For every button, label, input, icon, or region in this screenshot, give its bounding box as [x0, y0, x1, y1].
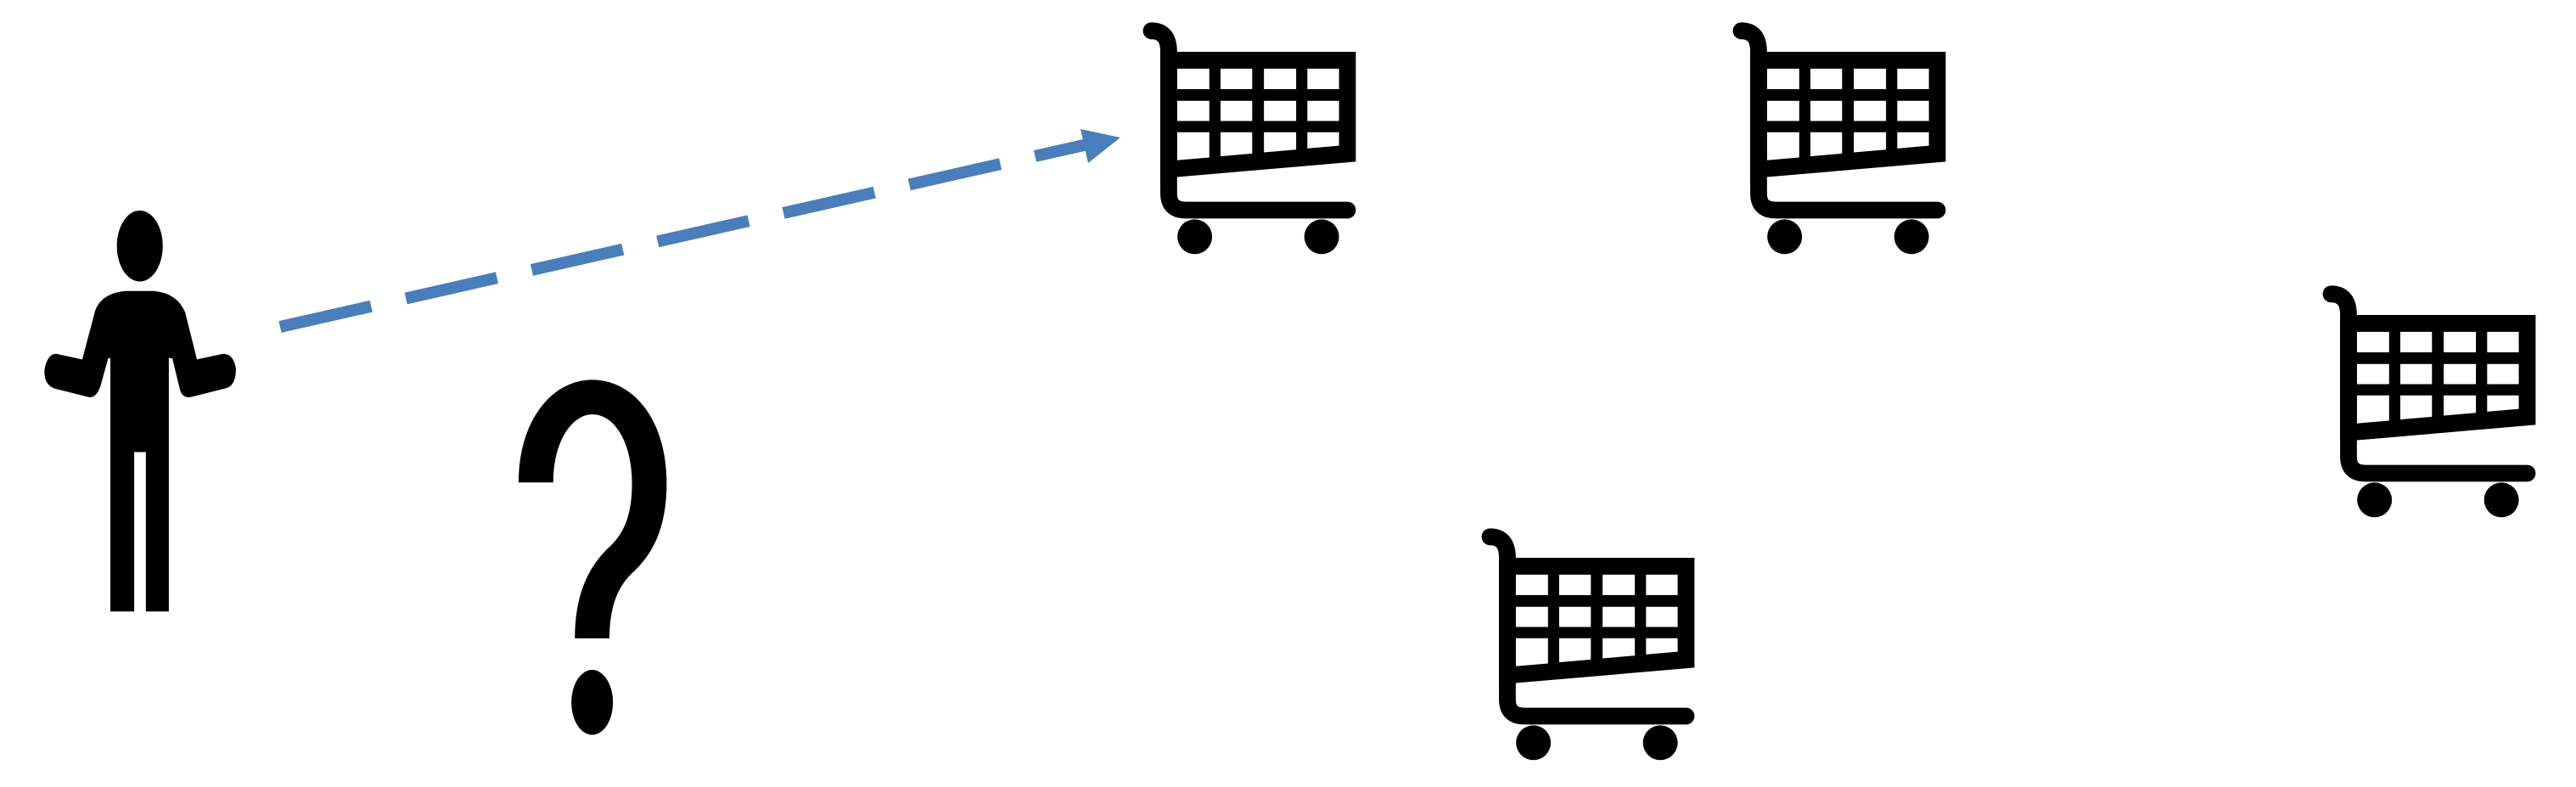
- question-mark-icon: [518, 379, 667, 735]
- shopping-cart-icon: [1742, 31, 1946, 254]
- shopping-cart-icon: [1490, 537, 1695, 760]
- dashed-arrow: [278, 129, 1120, 333]
- shopping-cart-icon: [1152, 31, 1356, 254]
- person-shrugging-icon: [44, 210, 236, 612]
- shopping-cart-icon: [2332, 294, 2536, 517]
- arrowhead-icon: [1080, 129, 1120, 163]
